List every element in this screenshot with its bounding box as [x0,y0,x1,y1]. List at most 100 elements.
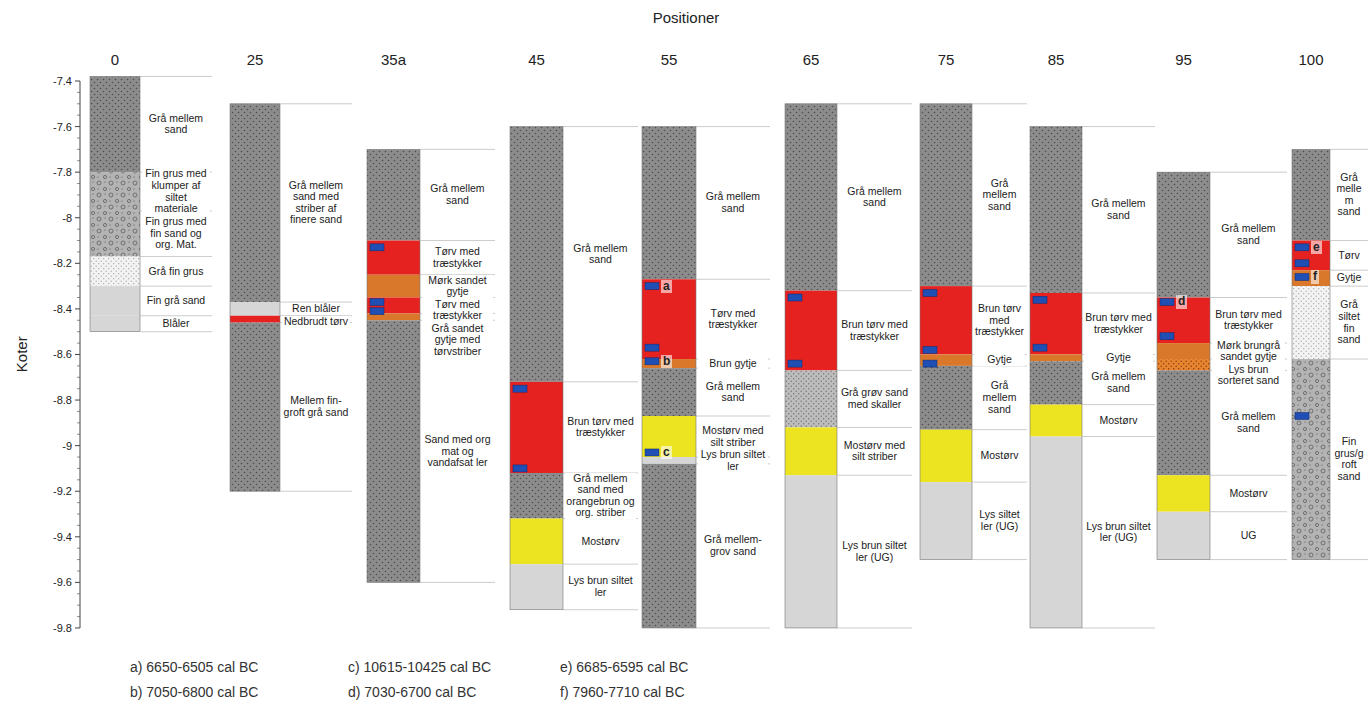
sample-letter: a [661,280,672,293]
layer-label: Grå mellem sand [1212,411,1285,434]
column-outline [785,104,837,628]
layer-label: Brun tørv med træstykker [1084,312,1153,335]
panel-line [972,482,1027,483]
layer-label: Mostørv [974,450,1025,462]
sample-letter: d [1176,295,1187,308]
axis-tick [77,160,80,161]
tick-label: -8.2 [53,257,72,269]
panel-line [837,370,912,371]
axis-tick [75,308,80,309]
layer-label: Tørv med træstykker [422,246,493,269]
layer-label: Brun gytje [698,358,768,370]
layer-label: Ren blåler [282,303,350,315]
core-column [510,127,638,610]
sample-letter: f [1311,270,1319,283]
layer-fill [1030,405,1082,437]
layer-label: Grå mellem sand [1332,172,1366,218]
sample-marker [370,299,384,306]
position-label: 45 [528,52,545,69]
sample-marker [370,244,384,251]
column-outline [1292,149,1330,559]
layer-fill [920,366,972,430]
axis-title: Positioner [653,10,720,27]
sample-marker [1295,413,1309,420]
axis-title: Koter [14,336,31,372]
axis-tick [77,206,80,207]
column-outline [920,104,972,560]
tick-label: -8.8 [53,394,72,406]
layer-fill [230,302,280,316]
panel-line [696,627,770,628]
layer-fill [642,127,696,280]
panel-line [1082,627,1155,628]
sample-marker [923,360,937,367]
panel-line [1082,126,1155,127]
core-column [1030,127,1155,628]
position-label: 75 [938,52,955,69]
sample-letter: e [1311,241,1322,254]
layer-fill [1292,270,1330,286]
position-label: 95 [1175,52,1192,69]
panel-line [1210,511,1287,512]
panel-line [972,103,1027,104]
layer-fill [785,104,837,291]
sample-marker [645,358,659,365]
layer-label: Lys brun siltet ler [565,575,636,598]
tick-label: -8.4 [53,303,72,315]
layer-label: Lys brun siltet ler (UG) [1084,521,1153,544]
axis-tick [77,411,80,412]
core-column [1292,149,1368,559]
layer-label: Mostørv [1084,415,1153,427]
layer-fill [90,256,140,286]
layer-fill [920,430,972,482]
panel-line [563,564,638,565]
tick-label: -7.4 [53,75,72,87]
panel-line [140,315,212,316]
axis-tick [77,229,80,230]
core-column [230,104,352,491]
axis-tick [77,593,80,594]
axis-tick [77,434,80,435]
layer-label: Gytje [1332,272,1366,284]
layer-fill [367,320,420,582]
axis-tick [75,354,80,355]
sample-marker [645,283,659,290]
layer-fill [1157,172,1210,297]
y-axis [75,81,80,628]
layer-label: Fin grus/groft sand [1332,436,1366,482]
axis-tick [77,559,80,560]
column-outline [1030,127,1082,628]
layer-fill [90,76,140,172]
layer-label: Grå mellem-grov sand [698,534,768,557]
axis-tick [77,525,80,526]
panel-line [563,609,638,610]
axis-tick [77,274,80,275]
sample-marker [1295,244,1309,251]
layer-fill [510,127,563,382]
core-column [642,127,770,628]
layer-fill [90,286,140,316]
tick-label: -8.6 [53,348,72,360]
axis-tick [75,217,80,218]
axis-tick [77,149,80,150]
layer-fill [920,482,972,559]
layer-label: Nedbrudt tørv [282,316,350,328]
axis-tick [77,468,80,469]
sample-marker [788,360,802,367]
sample-marker [1033,344,1047,351]
axis-tick [75,81,80,82]
tick-label: -9 [62,440,72,452]
sample-marker [1033,296,1047,303]
layer-label: Mostørv med silt striber [698,425,768,448]
layer-label: Fin grus med klumper af siltet materiale [142,168,210,214]
layer-fill [785,291,837,371]
layer-fill [920,286,972,354]
layer-label: Grå mellem sand med orangebrun og org. s… [565,473,636,519]
layer-label: Grå grøv sand med skaller [839,387,910,410]
axis-tick [75,582,80,583]
axis-tick [77,251,80,252]
layer-fill [642,368,696,416]
panel-line [1330,359,1368,360]
tick-label: -7.8 [53,166,72,178]
axis-tick [77,137,80,138]
